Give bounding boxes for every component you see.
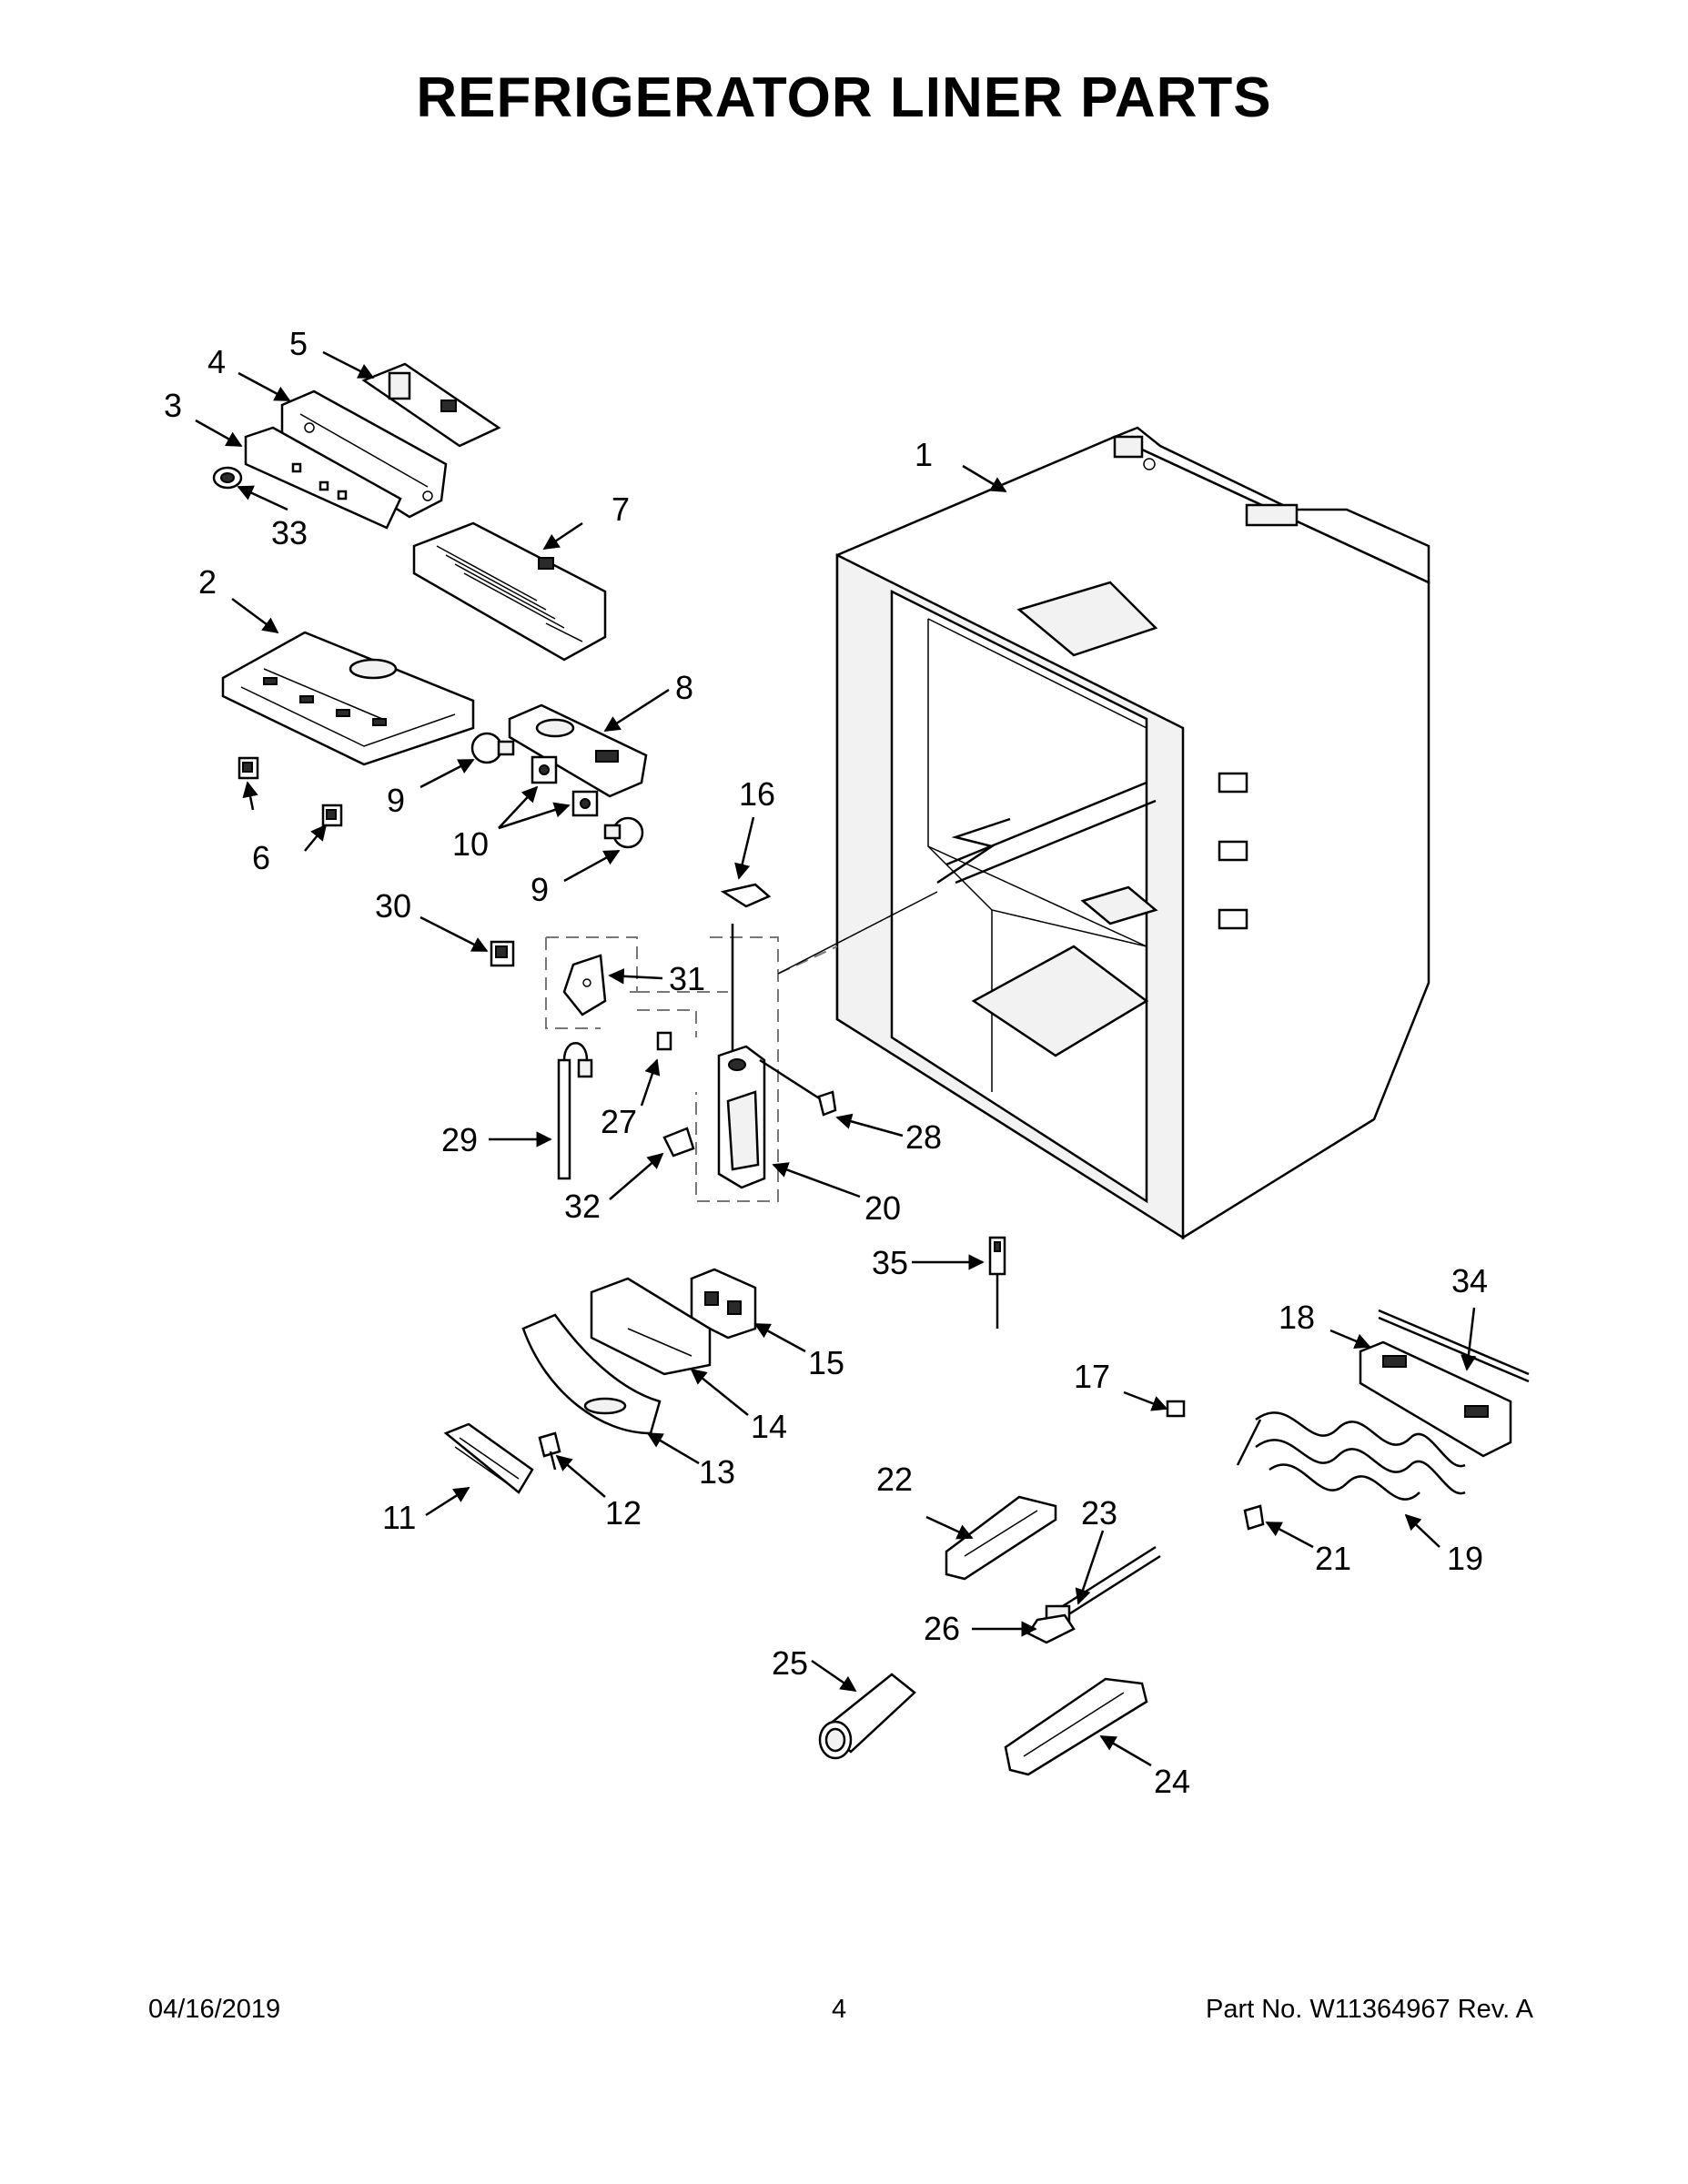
dispenser-housing (717, 924, 766, 1189)
callout-13: 13 (699, 1453, 735, 1491)
callout-18: 18 (1279, 1299, 1315, 1336)
callout-25: 25 (772, 1644, 808, 1682)
callout-27: 27 (601, 1103, 637, 1140)
callout-22: 22 (876, 1461, 913, 1498)
callout-20: 20 (864, 1189, 901, 1227)
sensor (490, 940, 515, 967)
screw-12 (538, 1431, 561, 1471)
callout-35: 35 (872, 1244, 908, 1281)
control-board (361, 362, 501, 448)
callout-15: 15 (808, 1344, 844, 1381)
callout-10: 10 (452, 825, 489, 863)
evaporator-cover (1359, 1340, 1512, 1458)
callout-7: 7 (612, 490, 630, 528)
filter-housing (1004, 1677, 1148, 1776)
callout-16: 16 (739, 775, 775, 813)
callout-6: 6 (252, 839, 270, 876)
callout-23: 23 (1081, 1494, 1117, 1532)
footer-date: 04/16/2019 (148, 1995, 281, 2024)
callout-21: 21 (1315, 1540, 1351, 1577)
callout-9a: 9 (387, 782, 405, 819)
seal-strip (1378, 1309, 1530, 1383)
page-title: REFRIGERATOR LINER PARTS (416, 66, 1272, 129)
light-socket (531, 755, 599, 817)
light-housing (508, 703, 648, 798)
callout-29: 29 (441, 1121, 478, 1158)
evaporator-coil (1236, 1411, 1466, 1501)
grille (443, 1422, 534, 1494)
control-overlay (244, 426, 402, 530)
callout-5: 5 (289, 325, 308, 362)
callout-19: 19 (1447, 1540, 1483, 1577)
callout-2: 2 (198, 563, 217, 601)
callout-33: 33 (271, 514, 308, 551)
callout-32: 32 (564, 1188, 601, 1225)
air-duct-cover (412, 521, 607, 662)
knob (212, 466, 243, 490)
screw (759, 1058, 837, 1117)
clip (720, 883, 772, 908)
clip-small (662, 1127, 695, 1158)
footer-page-number: 4 (832, 1995, 847, 2024)
callout-12: 12 (605, 1494, 642, 1532)
heater-bracket (945, 1495, 1057, 1581)
callout-8: 8 (675, 669, 693, 706)
callout-4: 4 (207, 343, 226, 380)
callout-34: 34 (1451, 1262, 1488, 1299)
callout-31: 31 (669, 960, 705, 997)
footer-part-number: Part No. W11364967 Rev. A (1205, 1995, 1533, 2024)
callout-26: 26 (924, 1610, 960, 1647)
callout-1: 1 (915, 436, 933, 473)
switch (238, 756, 343, 827)
callout-11: 11 (382, 1499, 416, 1536)
callout-17: 17 (1074, 1358, 1110, 1395)
connector (656, 1031, 672, 1051)
callout-30: 30 (375, 887, 411, 925)
callout-28: 28 (905, 1118, 942, 1156)
screw-21 (1243, 1504, 1265, 1531)
tube (557, 1042, 593, 1180)
leader-arrows (195, 350, 1477, 1767)
liner-top-cover (221, 631, 475, 766)
refrigerator-liner (835, 426, 1430, 1240)
fitting (1166, 1400, 1186, 1418)
callout-14: 14 (751, 1408, 787, 1445)
bracket (562, 954, 607, 1016)
callout-labels: 1 2 3 4 5 6 7 8 9 9 10 11 12 13 14 15 16… (164, 325, 1488, 1800)
callout-3: 3 (164, 387, 182, 424)
water-filter (818, 1673, 916, 1760)
thermistor (988, 1236, 1006, 1329)
assembly-outline (545, 891, 938, 1202)
callout-24: 24 (1154, 1763, 1190, 1800)
callout-9b: 9 (531, 871, 549, 908)
heater (1045, 1545, 1161, 1624)
duct-housing (590, 1277, 712, 1376)
light-bulb (470, 732, 644, 849)
